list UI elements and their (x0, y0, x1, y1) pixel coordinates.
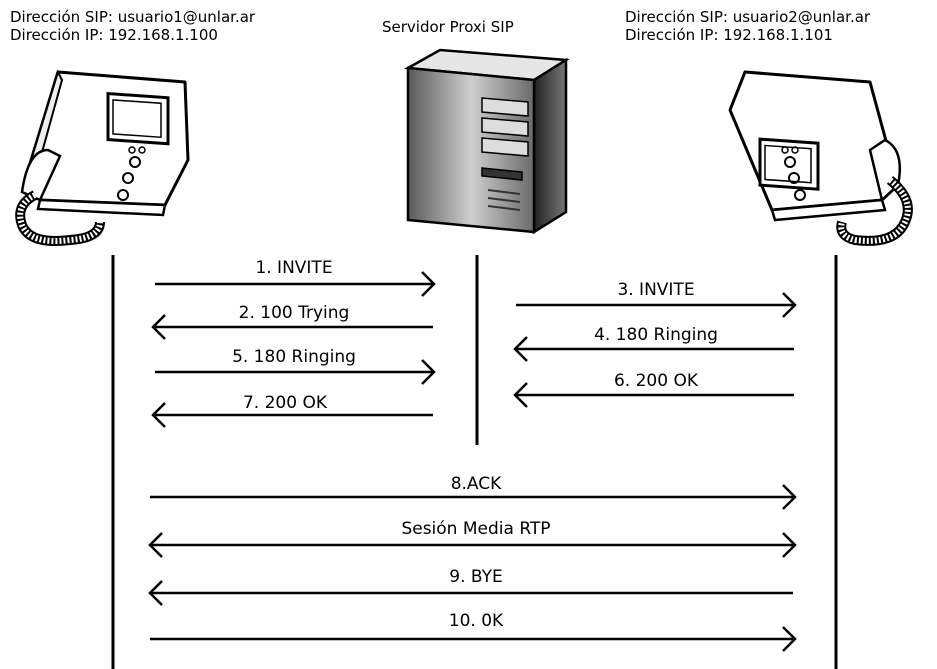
caller-sip-address: Dirección SIP: usuario1@unlar.ar (10, 8, 256, 26)
message-bye-9: 9. BYE (148, 567, 793, 606)
message-label: 4. 180 Ringing (594, 325, 718, 345)
callee-ip-address: Dirección IP: 192.168.1.101 (625, 26, 833, 44)
message-label: 2. 100 Trying (239, 303, 350, 323)
callee-info: Dirección SIP: usuario2@unlar.ar Direcci… (625, 8, 870, 44)
message-label: 1. INVITE (255, 258, 332, 278)
message-ok-6: 6. 200 OK (513, 371, 794, 408)
caller-info: Dirección SIP: usuario1@unlar.ar Direcci… (10, 8, 255, 44)
message-label: 5. 180 Ringing (232, 347, 356, 367)
message-label: 3. INVITE (617, 280, 694, 300)
message-label: 7. 200 OK (243, 393, 328, 413)
message-label: 8.ACK (451, 474, 502, 494)
message-label: 9. BYE (449, 567, 502, 587)
callee-phone-icon (728, 70, 913, 246)
message-ok-10: 10. 0K (150, 611, 797, 652)
message-ringing-4: 4. 180 Ringing (513, 325, 794, 362)
message-invite-3: 3. INVITE (516, 280, 797, 318)
message-rtp-session: Sesión Media RTP (148, 519, 797, 558)
message-ringing-5: 5. 180 Ringing (155, 347, 436, 385)
message-label: 6. 200 OK (614, 371, 699, 391)
message-label: 10. 0K (449, 611, 504, 631)
message-label: Sesión Media RTP (401, 519, 550, 539)
callee-sip-address: Dirección SIP: usuario2@unlar.ar (625, 8, 871, 26)
message-ack-8: 8.ACK (150, 474, 797, 510)
caller-ip-address: Dirección IP: 192.168.1.100 (10, 26, 218, 44)
message-trying-2: 2. 100 Trying (151, 303, 433, 340)
message-invite-1: 1. INVITE (155, 258, 436, 297)
server-icon (403, 48, 570, 235)
message-ok-7: 7. 200 OK (151, 393, 433, 428)
server-title: Servidor Proxi SIP (382, 18, 514, 36)
caller-phone-icon (15, 69, 190, 246)
